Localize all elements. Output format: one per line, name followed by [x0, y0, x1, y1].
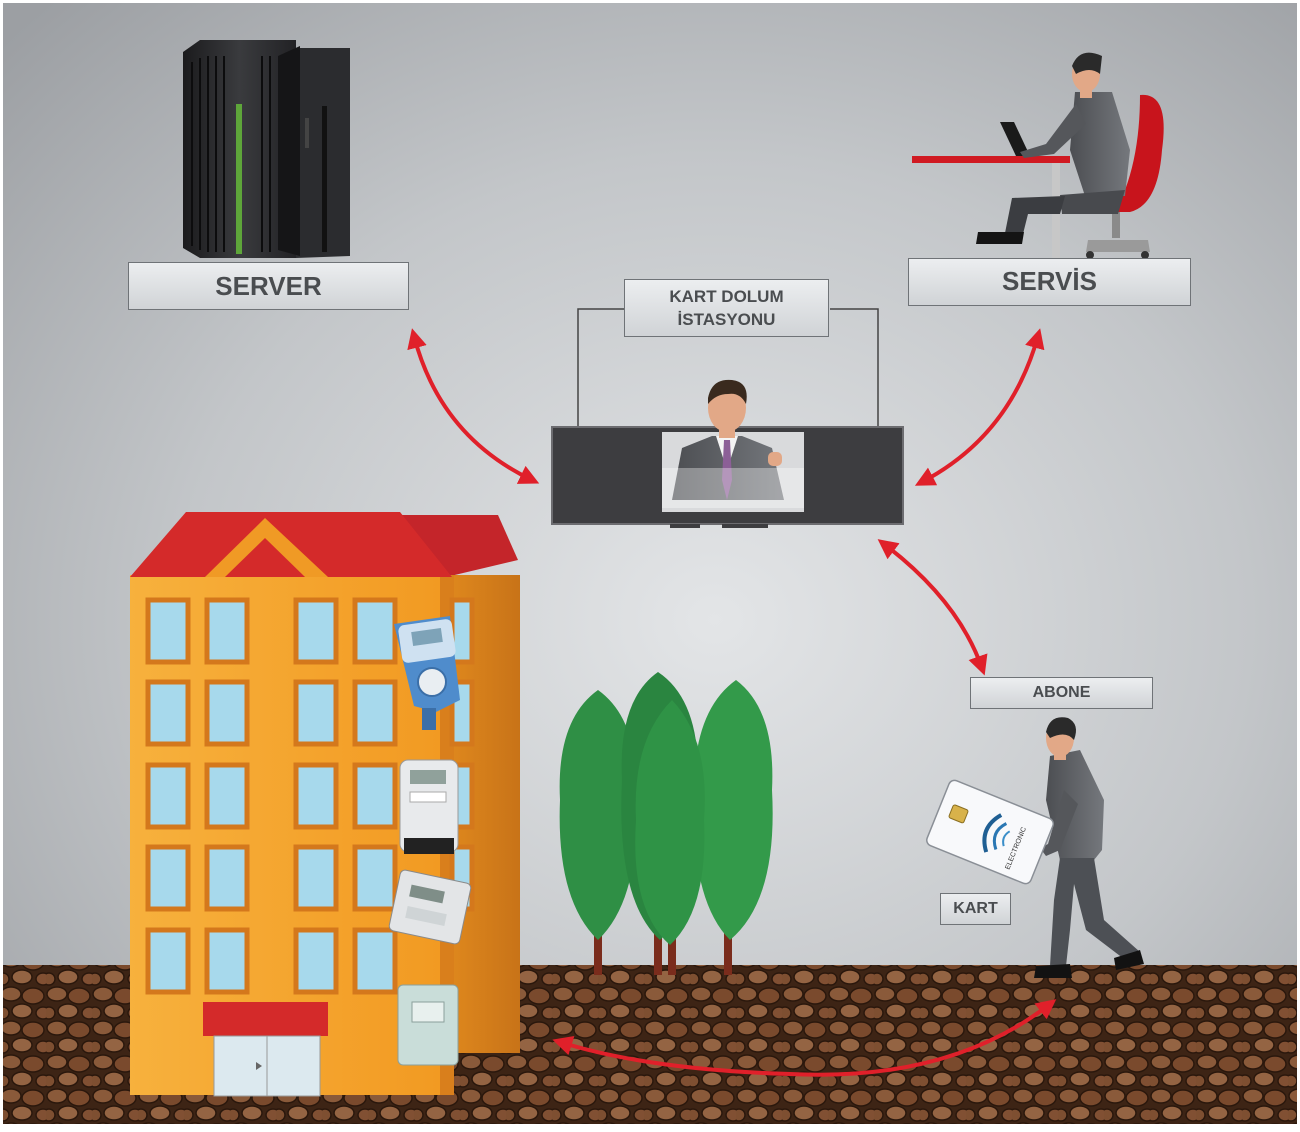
arrow-abone-building — [552, 999, 1057, 1077]
card-station-label-line1: KART DOLUM — [669, 287, 784, 306]
servis-label-text: SERVİS — [1002, 266, 1097, 296]
abone-label: ABONE — [970, 677, 1153, 709]
server-label: SERVER — [128, 262, 409, 310]
arrow-station-abone — [877, 539, 988, 676]
flow-arrows — [407, 328, 1057, 1077]
heat-meter-icon — [397, 984, 459, 1066]
subscriber-person-icon — [1034, 717, 1144, 978]
apartment-building-icon — [130, 512, 520, 1097]
electric-meter-icon — [399, 759, 459, 854]
service-worker-icon — [912, 52, 1164, 259]
kart-label: KART — [940, 893, 1011, 925]
servis-label: SERVİS — [908, 258, 1191, 306]
smart-card-icon: ELECTRONIC — [926, 779, 1054, 885]
card-station-label: KART DOLUM İSTASYONU — [624, 279, 829, 337]
card-station-label-line2: İSTASYONU — [677, 310, 776, 329]
card-station-icon — [551, 308, 904, 528]
gas-meter-icon — [388, 869, 472, 945]
kart-label-text: KART — [953, 900, 998, 917]
arrow-servis-station — [914, 328, 1045, 486]
server-label-text: SERVER — [215, 271, 322, 301]
trees-icon — [559, 672, 773, 975]
server-rack-icon — [183, 40, 350, 258]
arrow-server-station — [407, 328, 540, 484]
abone-label-text: ABONE — [1032, 684, 1091, 701]
water-meter-icon — [394, 616, 460, 730]
